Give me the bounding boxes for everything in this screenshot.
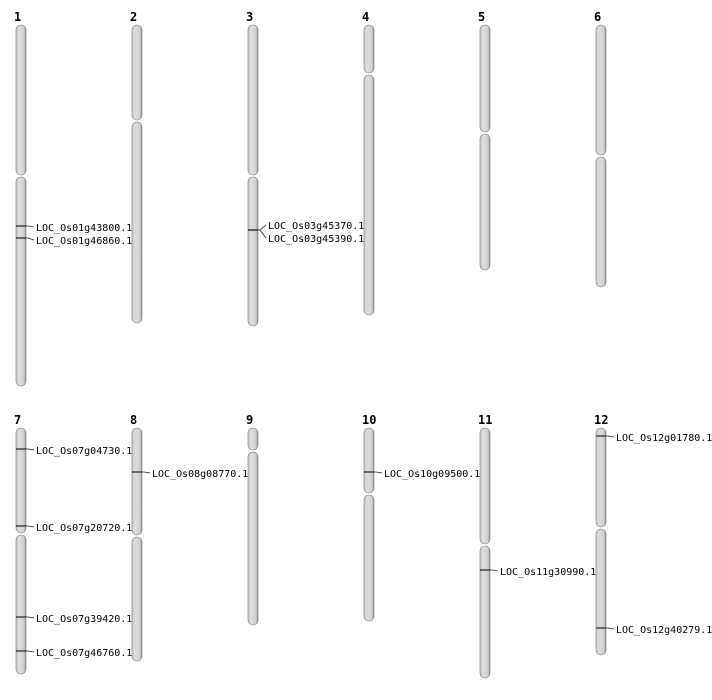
chromosome-short-arm bbox=[363, 24, 375, 74]
gene-marker: LOC_Os10g09500.1 bbox=[364, 469, 480, 480]
marker-label: LOC_Os08g08770.1 bbox=[152, 469, 248, 480]
gene-marker: LOC_Os12g01780.1 bbox=[596, 433, 712, 444]
chromosome-label: 4 bbox=[362, 10, 369, 24]
chromosome-short-arm bbox=[363, 427, 375, 494]
marker-leader-line bbox=[142, 471, 151, 474]
gene-marker: LOC_Os01g43800.1 bbox=[16, 223, 132, 234]
chromosome-long-arm bbox=[479, 133, 491, 271]
chromosome-long-arm bbox=[595, 156, 607, 288]
gene-marker: LOC_Os01g46860.1 bbox=[16, 236, 132, 247]
chromosome-6: 6 bbox=[594, 10, 607, 288]
marker-leader-line bbox=[606, 435, 615, 438]
chromosome-short-arm bbox=[479, 427, 491, 545]
chromosome-short-arm bbox=[15, 427, 27, 534]
chromosome-label: 1 bbox=[14, 10, 21, 24]
chromosome-long-arm bbox=[131, 536, 143, 662]
chromosome-long-arm bbox=[247, 451, 259, 626]
chromosome-short-arm bbox=[131, 24, 143, 121]
chromosome-long-arm bbox=[479, 545, 491, 679]
marker-label: LOC_Os07g04730.1 bbox=[36, 446, 132, 457]
chromosome-short-arm bbox=[247, 24, 259, 176]
chromosome-label: 10 bbox=[362, 413, 376, 427]
chromosome-4: 4 bbox=[362, 10, 375, 316]
gene-marker: LOC_Os07g20720.1 bbox=[16, 523, 132, 534]
marker-label: LOC_Os07g20720.1 bbox=[36, 523, 132, 534]
chromosome-label: 2 bbox=[130, 10, 137, 24]
chromosome-short-arm bbox=[247, 427, 259, 451]
gene-marker: LOC_Os07g46760.1 bbox=[16, 648, 132, 659]
marker-label: LOC_Os11g30990.1 bbox=[500, 567, 596, 578]
marker-label: LOC_Os12g40279.1 bbox=[616, 625, 712, 636]
chromosome-long-arm bbox=[247, 176, 259, 327]
marker-leader-line bbox=[258, 224, 267, 231]
gene-marker: LOC_Os03g45370.1 bbox=[248, 221, 364, 232]
marker-label: LOC_Os03g45370.1 bbox=[268, 221, 364, 232]
chromosome-label: 12 bbox=[594, 413, 608, 427]
gene-marker: LOC_Os03g45390.1 bbox=[248, 229, 364, 245]
chromosome-long-arm bbox=[15, 534, 27, 675]
marker-leader-line bbox=[258, 229, 267, 239]
chromosome-long-arm bbox=[131, 121, 143, 324]
marker-leader-line bbox=[26, 237, 35, 241]
marker-label: LOC_Os03g45390.1 bbox=[268, 234, 364, 245]
marker-label: LOC_Os12g01780.1 bbox=[616, 433, 712, 444]
chromosome-long-arm bbox=[595, 528, 607, 656]
chromosome-long-arm bbox=[15, 176, 27, 387]
marker-label: LOC_Os01g43800.1 bbox=[36, 223, 132, 234]
chromosome-label: 6 bbox=[594, 10, 601, 24]
chromosome-9: 9 bbox=[246, 413, 259, 626]
marker-leader-line bbox=[26, 448, 35, 451]
gene-marker: LOC_Os11g30990.1 bbox=[480, 567, 596, 578]
marker-label: LOC_Os01g46860.1 bbox=[36, 236, 132, 247]
chromosome-short-arm bbox=[15, 24, 27, 176]
chromosome-short-arm bbox=[131, 427, 143, 536]
gene-marker: LOC_Os07g04730.1 bbox=[16, 446, 132, 457]
marker-leader-line bbox=[26, 225, 35, 228]
marker-leader-line bbox=[26, 616, 35, 619]
marker-label: LOC_Os07g46760.1 bbox=[36, 648, 132, 659]
chromosome-label: 3 bbox=[246, 10, 253, 24]
marker-leader-line bbox=[374, 471, 383, 474]
chromosome-5: 5 bbox=[478, 10, 491, 271]
gene-marker: LOC_Os12g40279.1 bbox=[596, 625, 712, 636]
marker-label: LOC_Os07g39420.1 bbox=[36, 614, 132, 625]
marker-leader-line bbox=[26, 650, 35, 653]
chromosome-short-arm bbox=[479, 24, 491, 133]
chromosome-label: 9 bbox=[246, 413, 253, 427]
marker-leader-line bbox=[26, 525, 35, 528]
gene-marker: LOC_Os08g08770.1 bbox=[132, 469, 248, 480]
marker-leader-line bbox=[606, 627, 615, 630]
chromosome-short-arm bbox=[595, 427, 607, 528]
chromosome-label: 11 bbox=[478, 413, 492, 427]
chromosome-short-arm bbox=[595, 24, 607, 156]
chromosome-long-arm bbox=[363, 74, 375, 316]
gene-marker: LOC_Os07g39420.1 bbox=[16, 614, 132, 625]
chromosome-2: 2 bbox=[130, 10, 143, 324]
chromosome-label: 5 bbox=[478, 10, 485, 24]
marker-label: LOC_Os10g09500.1 bbox=[384, 469, 480, 480]
chromosome-label: 7 bbox=[14, 413, 21, 427]
marker-leader-line bbox=[490, 569, 499, 572]
chromosome-7: 7LOC_Os07g04730.1LOC_Os07g20720.1LOC_Os0… bbox=[14, 413, 132, 675]
chromosome-long-arm bbox=[363, 494, 375, 622]
chromosome-label: 8 bbox=[130, 413, 137, 427]
